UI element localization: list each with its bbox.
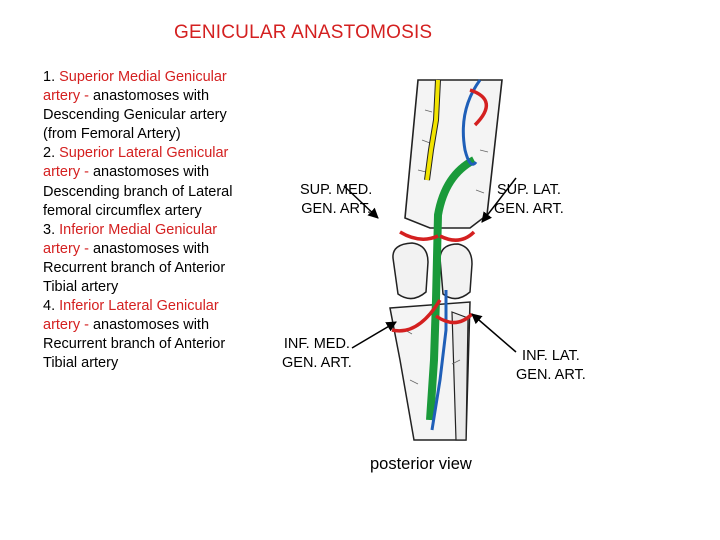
list-item: 3. Inferior Medial Genicular artery - an… <box>43 221 226 296</box>
superior-lateral-loop <box>439 230 476 242</box>
page-title: GENICULAR ANASTOMOSIS <box>174 22 433 43</box>
artery-name: Superior Medial Genicular artery - <box>43 69 227 105</box>
descending-genicular-loop <box>469 88 488 127</box>
lateral-condyle <box>439 243 473 300</box>
view-caption: posterior view <box>370 455 472 473</box>
arrow-sup-med <box>343 185 379 219</box>
list-item: 1. Superior Medial Genicular artery - an… <box>43 69 227 143</box>
list-item: 2. Superior Lateral Genicular artery - a… <box>43 145 233 219</box>
artery-text: anastomoses with Descending Genicular ar… <box>43 88 227 143</box>
artery-text: anastomoses with Recurrent branch of Ant… <box>43 240 226 296</box>
arrow-inf-lat <box>471 313 517 353</box>
artery-text: anastomoses with Recurrent branch of Ant… <box>43 317 226 372</box>
vein <box>461 79 482 166</box>
inferior-lateral-loop <box>434 312 474 325</box>
superior-medial-loop <box>399 230 439 241</box>
artery-name: Inferior Medial Genicular artery - <box>43 221 218 257</box>
artery-text: anastomoses with Descending branch of La… <box>43 164 233 219</box>
arrow-sup-lat <box>481 177 517 223</box>
fibula-bone <box>451 311 469 441</box>
artery-name: Inferior Lateral Genicular artery - <box>43 298 219 334</box>
label-sup-lat: SUP. LAT. GEN. ART. <box>494 182 564 217</box>
label-inf-med: INF. MED. GEN. ART. <box>282 336 352 371</box>
artery-name: Superior Lateral Genicular artery - <box>43 145 229 181</box>
arrow-inf-med <box>351 321 397 349</box>
artery-description-list: 1. Superior Medial Genicular artery - an… <box>43 68 233 374</box>
label-sup-med: SUP. MED. GEN. ART. <box>300 182 373 217</box>
medial-condyle <box>392 242 429 300</box>
list-item: 4. Inferior Lateral Genicular artery - a… <box>43 298 226 372</box>
popliteal-artery <box>426 156 476 421</box>
label-inf-lat: INF. LAT. GEN. ART. <box>516 348 586 383</box>
